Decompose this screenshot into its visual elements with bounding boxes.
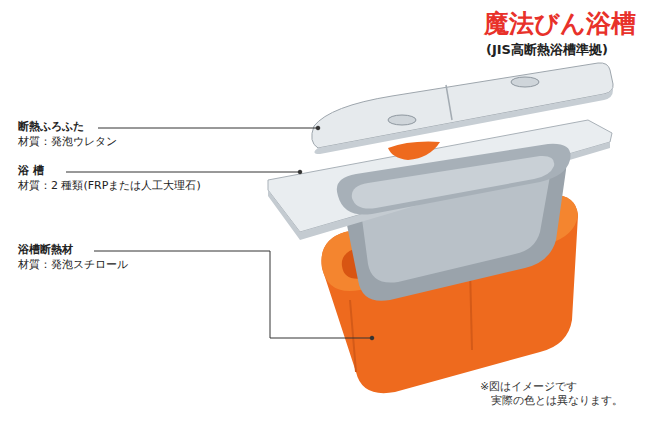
image-note: ※図はイメージです 実際の色とは異なります。 xyxy=(480,380,641,408)
part-name: 断熱ふろふた xyxy=(18,120,84,134)
material-note: 材質：発泡ウレタン xyxy=(18,135,117,149)
lid-shape xyxy=(312,63,613,160)
material-note: 材質：発泡スチロール xyxy=(18,258,128,272)
leader-lines xyxy=(66,126,374,340)
standard-note: (JIS高断熱浴槽準拠) xyxy=(486,42,608,58)
material-note: 材質：2 種類(FRPまたは人工大理石) xyxy=(18,179,201,193)
part-name: 浴槽断熱材 xyxy=(18,243,73,257)
brand-logo: 魔法びん浴槽 xyxy=(484,8,636,39)
part-name: 浴 槽 xyxy=(18,164,44,178)
